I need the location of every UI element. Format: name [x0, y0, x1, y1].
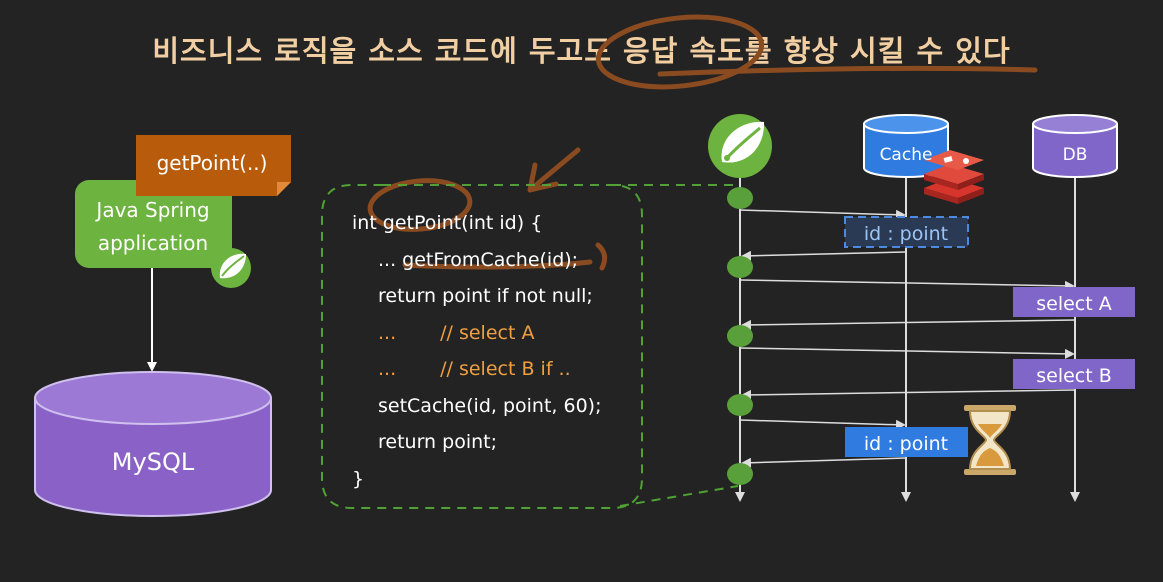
method-label-box: [136, 135, 291, 196]
redis-icon: [924, 150, 984, 204]
mysql-cylinder: [34, 371, 272, 517]
title-circle-annotation: [595, 14, 765, 90]
page-title: 비즈니스 로직을 소스 코드에 두고도 응답 속도를 향상 시킬 수 있다: [152, 34, 1011, 68]
code-circle-annotation: [367, 178, 473, 232]
code-line-return-cached: return point if not null;: [378, 285, 593, 307]
cache-label: Cache: [880, 145, 933, 165]
msg-cache-response: [741, 250, 907, 261]
select-b-label: select B: [1036, 365, 1112, 387]
code-block: int getPoint(int id) { ... getFromCache(…: [352, 205, 601, 497]
code-callout-border: [321, 184, 739, 509]
msg-query-a: [739, 279, 1075, 291]
activation-dots: [727, 187, 753, 485]
spring-logo-icon: [708, 114, 772, 178]
msg-result-b: [741, 389, 1076, 400]
db-label: DB: [1063, 145, 1088, 165]
spring-leaf-icon: [211, 248, 251, 288]
code-ellipsis-b: ...: [378, 358, 397, 380]
method-label: getPoint(..): [157, 151, 268, 175]
code-comment-select-a: // select A: [440, 321, 535, 344]
code-line-select-b: ... // select B if ..: [352, 351, 601, 388]
title-underline-annotation: [657, 65, 1038, 77]
code-comment-select-b: // select B if ..: [440, 358, 571, 380]
code-underline-annotation: [402, 242, 608, 271]
msg-set-cache: [739, 419, 906, 430]
code-line-set-cache: setCache(id, point, 60);: [378, 394, 602, 417]
code-line-get-cache: ... getFromCache(id);: [378, 248, 579, 271]
msg-result-a: [741, 319, 1076, 330]
select-a-box: [1013, 287, 1135, 317]
code-line-signature: int getPoint(int id) {: [352, 212, 543, 234]
code-ellipsis-a: ...: [378, 321, 397, 344]
messages: [739, 209, 1076, 468]
hourglass-icon: [964, 405, 1016, 475]
code-line-close-brace: }: [352, 467, 365, 490]
select-b-box: [1013, 359, 1135, 389]
cache-cylinder: [863, 114, 949, 178]
app-label-line1: Java Spring: [94, 198, 209, 222]
code-line-return-point: return point;: [378, 431, 497, 453]
spring-app-box: [75, 180, 232, 268]
msg-query-b: [739, 347, 1075, 359]
cache-write-label: id : point: [864, 433, 948, 455]
msg-return: [741, 457, 907, 468]
cache-write-box: [845, 427, 968, 457]
code-arrow-annotation: [527, 147, 581, 193]
mysql-label: MySQL: [112, 448, 195, 476]
select-a-label: select A: [1036, 293, 1112, 315]
msg-get-cache: [739, 209, 906, 220]
db-cylinder: [1032, 114, 1118, 178]
annotation-scribbles: [367, 14, 1038, 271]
app-label-line2: application: [98, 231, 208, 255]
cache-read-box: [844, 216, 969, 248]
code-line-select-a: ... // select A: [352, 315, 601, 352]
cache-read-label: id : point: [864, 223, 948, 245]
